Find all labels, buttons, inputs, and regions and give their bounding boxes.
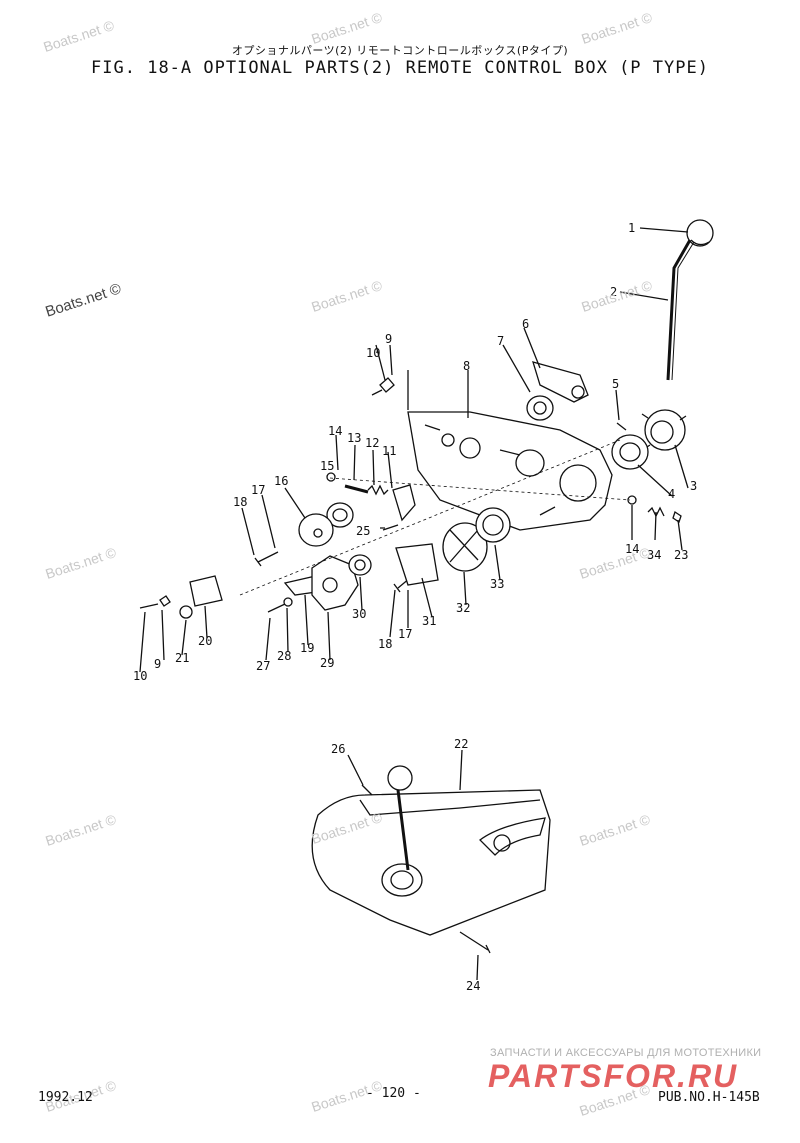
footer-date: 1992.12: [38, 1090, 93, 1105]
callout-18: 18: [233, 495, 247, 509]
part-bracket-upper[interactable]: [371, 370, 409, 410]
callout-19: 19: [300, 641, 314, 655]
callout-22: 22: [454, 737, 468, 751]
callout-32: 32: [456, 601, 470, 615]
part-knob[interactable]: [686, 219, 714, 247]
callout-31: 31: [422, 614, 436, 628]
part-ball-2[interactable]: [627, 495, 637, 505]
part-ring-seal[interactable]: [611, 434, 649, 470]
part-ring[interactable]: [475, 507, 511, 543]
callout-20: 20: [198, 634, 212, 648]
callout-17b: 17: [398, 627, 412, 641]
callout-18b: 18: [378, 637, 392, 651]
callout-11: 11: [382, 444, 396, 458]
callout-15: 15: [320, 459, 334, 473]
callout-1: 1: [628, 221, 635, 235]
part-arm-plate[interactable]: [532, 361, 589, 403]
callout-33: 33: [490, 577, 504, 591]
callout-12: 12: [365, 436, 379, 450]
part-lever-rod[interactable]: [666, 239, 695, 381]
callout-34: 34: [647, 548, 661, 562]
callout-9: 9: [385, 332, 392, 346]
footer-publication-number: PUB.NO.H-145B: [658, 1090, 760, 1105]
part-nut[interactable]: [179, 605, 193, 619]
part-bushing[interactable]: [526, 395, 554, 421]
callout-10: 10: [366, 346, 380, 360]
callout-28: 28: [277, 649, 291, 663]
part-collar[interactable]: [348, 554, 372, 576]
callout-9b: 9: [154, 657, 161, 671]
callout-4: 4: [668, 487, 675, 501]
part-clip[interactable]: [139, 595, 171, 609]
callout-26: 26: [331, 742, 345, 756]
part-ball[interactable]: [326, 472, 336, 482]
callout-8: 8: [463, 359, 470, 373]
footer-page-number: - 120 -: [366, 1086, 421, 1101]
part-bolt[interactable]: [459, 931, 491, 954]
part-gear[interactable]: [442, 522, 488, 572]
callout-3: 3: [690, 479, 697, 493]
callout-24: 24: [466, 979, 480, 993]
callout-7: 7: [497, 334, 504, 348]
part-washer[interactable]: [326, 502, 354, 528]
partsfor-tagline: ЗАПЧАСТИ И АКСЕССУАРЫ ДЛЯ МОТОТЕХНИКИ: [490, 1047, 762, 1059]
part-washer-small[interactable]: [283, 597, 293, 607]
partsfor-logo[interactable]: PARTSFOR.RU: [488, 1058, 739, 1094]
callout-13: 13: [347, 431, 361, 445]
callout-21: 21: [175, 651, 189, 665]
figure-title-japanese: オプショナルパーツ(2) リモートコントロールボックス(Pタイプ): [231, 44, 569, 57]
callout-14: 14: [328, 424, 342, 438]
part-cam-plate[interactable]: [311, 555, 359, 611]
callout-25: 25: [356, 524, 370, 538]
callout-16: 16: [274, 474, 288, 488]
part-pin[interactable]: [616, 422, 627, 431]
callout-14b: 14: [625, 542, 639, 556]
part-screw-e[interactable]: [382, 524, 399, 531]
callout-5: 5: [612, 377, 619, 391]
part-shaft[interactable]: [344, 484, 369, 494]
part-plate-b[interactable]: [395, 543, 439, 586]
callout-2: 2: [610, 285, 617, 299]
part-gear-hub[interactable]: [641, 409, 687, 451]
part-plate[interactable]: [392, 484, 416, 522]
callout-30: 30: [352, 607, 366, 621]
figure-title: FIG. 18-A OPTIONAL PARTS(2) REMOTE CONTR…: [91, 58, 709, 78]
part-cam[interactable]: [298, 513, 334, 547]
part-assembled-box[interactable]: [311, 765, 551, 936]
callout-29: 29: [320, 656, 334, 670]
callout-23: 23: [674, 548, 688, 562]
callout-17: 17: [251, 483, 265, 497]
callout-6: 6: [522, 317, 529, 331]
part-screw-a[interactable]: [254, 551, 279, 567]
part-housing-body[interactable]: [407, 411, 613, 531]
part-screw-c[interactable]: [267, 603, 286, 613]
callout-27: 27: [256, 659, 270, 673]
part-screw-d[interactable]: [672, 510, 682, 524]
part-spring[interactable]: [367, 484, 389, 496]
part-bracket-lower[interactable]: [189, 575, 223, 607]
callout-10b: 10: [133, 669, 147, 683]
part-screw-f[interactable]: [361, 784, 373, 796]
